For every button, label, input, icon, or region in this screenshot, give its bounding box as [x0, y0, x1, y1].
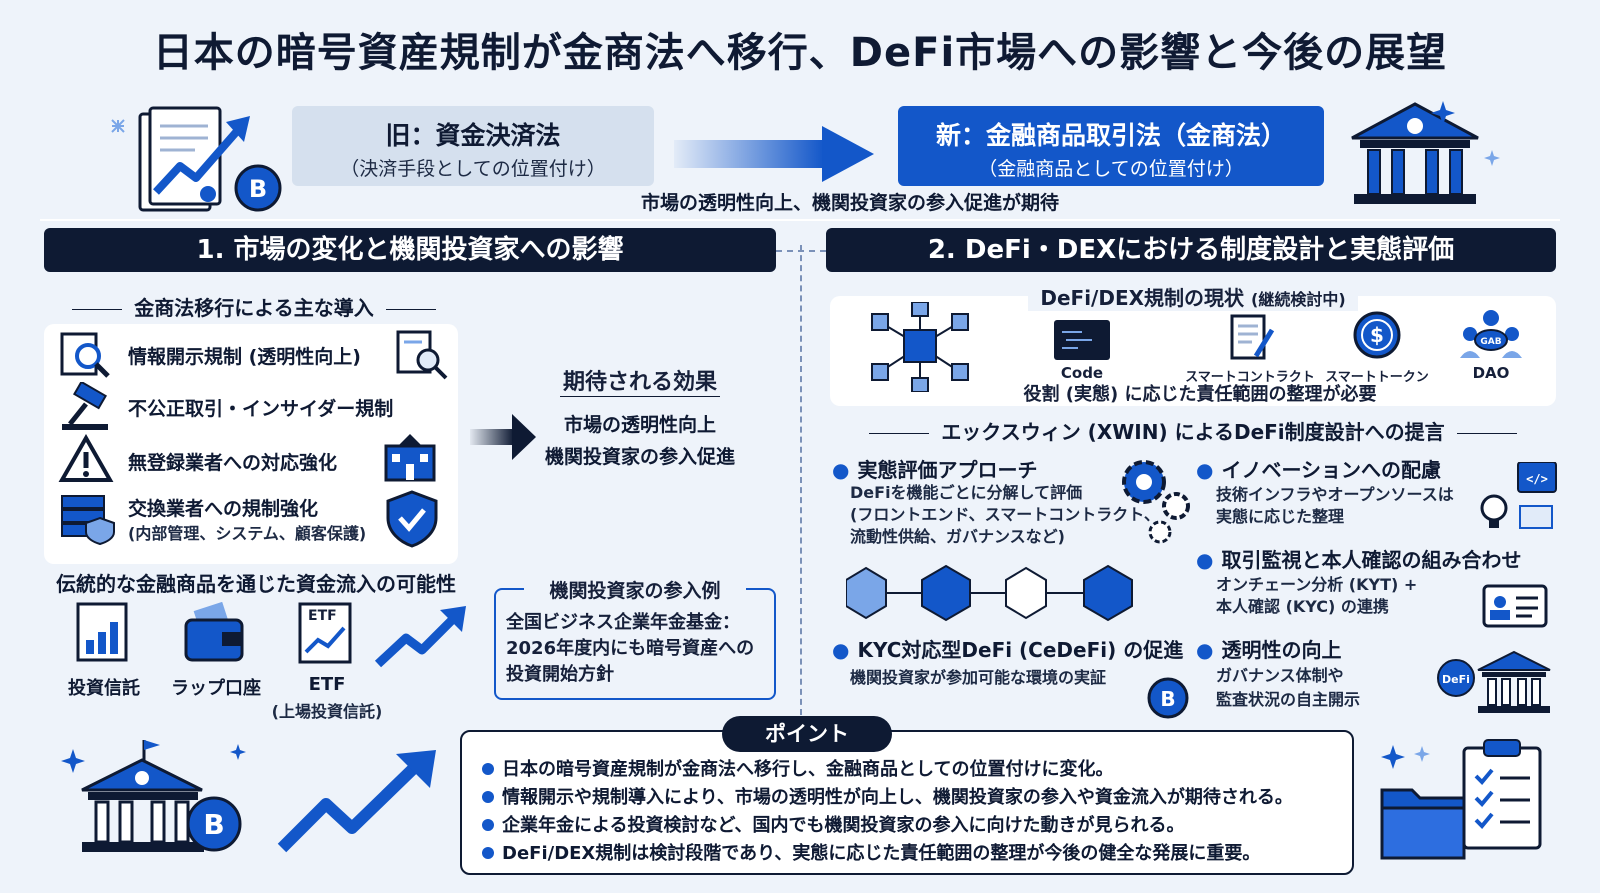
example-card [494, 588, 776, 700]
status-icon-label: スマートトークン [1325, 370, 1429, 385]
point-item: DeFi/DEX規制は検討段階であり、実態に応じた責任範囲の整理が今後の健全な発… [482, 840, 1352, 868]
point-item: 日本の暗号資産規制が金商法へ移行し、金融商品としての位置付けに変化。 [482, 756, 1352, 784]
code-window-icon [1054, 320, 1110, 360]
blockchain-network-icon [871, 302, 969, 392]
page-title: 日本の暗号資産規制が金商法へ移行、DeFi市場への影響と今後の展望 [152, 30, 1448, 76]
point-item: 情報開示や規制導入により、市場の透明性が向上し、機関投資家の参入や資金流入が期待… [482, 784, 1352, 812]
bitcoin-symbol: B [203, 808, 224, 841]
code-bulb-icon: </> [1480, 462, 1557, 529]
shield-check-icon [386, 490, 438, 548]
example-text: 全国ビジネス企業年金基金： 2026年度内にも暗号資産への 投資開始方針 [506, 612, 755, 685]
smart-contract-icon [1230, 314, 1275, 360]
measure-item: 無登録業者への対応強化 [128, 452, 338, 474]
measure-item: 不公正取引・インサイダー規制 [128, 398, 394, 420]
old-law-title: 旧：資金決済法 [385, 121, 561, 150]
effect-arrow-icon [470, 414, 536, 460]
token-coin-icon: $ [1353, 311, 1401, 359]
status-icon-label: DAO [1472, 364, 1510, 382]
building-icon [384, 434, 436, 482]
status-icon-label: スマートコントラクト [1185, 370, 1315, 385]
id-card-icon [1482, 584, 1548, 628]
bitcoin-symbol: B [1160, 687, 1175, 711]
defi-blocks-icon [846, 564, 1133, 622]
defi-bank-icon: DeFi [1437, 650, 1551, 713]
effects-underline [560, 396, 720, 397]
status-icon-label: Code [1060, 364, 1104, 382]
gears-icon [1122, 460, 1190, 544]
wallet-icon [184, 602, 244, 662]
proposal-body: 技術インフラやオープンソースは 実態に応じた整理 [1216, 485, 1454, 526]
example-title: 機関投資家の参入例 [524, 576, 746, 603]
proposal-heading: ●実態評価アプローチ [832, 458, 1038, 482]
proposal-title: エックスウィン (XWIN) によるDeFi制度設計への提言 [941, 420, 1445, 444]
status-title: DeFi/DEX規制の現状 [1040, 286, 1245, 310]
point-tag: ポイント [722, 716, 892, 752]
effect-item: 市場の透明性向上 [563, 414, 716, 436]
document-growth-icon: B [111, 106, 282, 212]
magnify-document-icon [396, 330, 448, 380]
warning-icon [58, 434, 114, 482]
old-law-box: 旧：資金決済法 （決済手段としての位置付け） [292, 106, 654, 186]
new-law-subtitle: （金融商品としての位置付け） [978, 158, 1244, 180]
growth-arrow-icon [374, 606, 466, 668]
product-label: ラップ口座 [171, 678, 261, 699]
effect-item: 機関投資家の参入促進 [544, 446, 735, 468]
dao-badge: GAB [1480, 337, 1501, 347]
measure-item: 情報開示規制 (透明性向上) [128, 346, 361, 368]
section-divider [800, 245, 802, 715]
header-divider [40, 219, 1560, 221]
bitcoin-symbol: B [249, 175, 267, 203]
section1-header: 1. 市場の変化と機関投資家への影響 [44, 228, 776, 272]
status-caption: 役割 (実態) に応じた責任範囲の整理が必要 [1023, 384, 1377, 405]
document-search-icon [60, 332, 110, 378]
gavel-icon [62, 382, 108, 430]
proposal-heading: ●透明性の向上 [1196, 638, 1342, 662]
proposal-heading: ●取引監視と本人確認の組み合わせ [1196, 548, 1522, 572]
status-note: (継続検討中) [1251, 290, 1346, 309]
measure-item-sub: (内部管理、システム、顧客保護) [128, 524, 367, 543]
etf-document-icon [298, 602, 352, 664]
product-label: 投資信託 [68, 678, 140, 699]
transition-arrow-icon [674, 126, 874, 182]
bank-icon [1351, 101, 1500, 204]
bank-bitcoin-icon: B [61, 740, 246, 852]
fund-chart-icon [76, 602, 128, 662]
expectation-text: 市場の透明性向上、機関投資家の参入促進が期待 [640, 192, 1059, 214]
new-law-box: 新：金融商品取引法（金商法） （金融商品としての位置付け） [898, 106, 1324, 186]
server-shield-icon [61, 495, 115, 546]
proposal-body: DeFiを機能ごとに分解して評価 (フロントエンド、スマートコントラクト、 流動… [850, 483, 1160, 546]
measure-item: 交換業者への規制強化 [128, 498, 319, 520]
rising-trend-icon [277, 750, 436, 853]
proposal-title-row: エックスウィン (XWIN) によるDeFi制度設計への提言 [830, 416, 1556, 445]
product-label: ETF [308, 674, 346, 695]
effects-title: 期待される効果 [562, 370, 717, 395]
proposal-heading: ●イノベーションへの配慮 [1196, 458, 1442, 482]
proposal-heading: ●KYC対応型DeFi (CeDeFi) の促進 [832, 638, 1184, 662]
folder-checklist-icon [1380, 739, 1542, 860]
old-law-subtitle: （決済手段としての位置付け） [340, 158, 606, 180]
bitcoin-coin-icon: B [1147, 677, 1189, 719]
inflow-title: 伝統的な金融商品を通じた資金流入の可能性 [56, 572, 456, 596]
point-item: 企業年金による投資検討など、国内でも機関投資家の参入に向けた動きが見られる。 [482, 812, 1352, 840]
dollar-symbol: $ [1370, 323, 1384, 347]
etf-icon-label: ETF [308, 608, 337, 624]
product-sub: (上場投資信託) [271, 702, 383, 721]
point-box: 日本の暗号資産規制が金商法へ移行し、金融商品としての位置付けに変化。 情報開示や… [460, 730, 1354, 875]
status-title-row: DeFi/DEX規制の現状 (継続検討中) [830, 282, 1556, 311]
code-symbol: </> [1526, 472, 1548, 486]
proposal-body: ガバナンス体制や 監査状況の自主開示 [1216, 666, 1361, 709]
defi-badge: DeFi [1442, 673, 1470, 686]
measures-card: 情報開示規制 (透明性向上) 不公正取引・インサイダー規制 無登録業者への対応強… [44, 324, 458, 564]
proposal-body: 機関投資家が参加可能な環境の実証 [850, 668, 1107, 687]
intro-label: 金商法移行による主な導入 [44, 292, 464, 321]
section2-header: 2. DeFi・DEXにおける制度設計と実態評価 [826, 228, 1556, 272]
dao-people-icon: GAB [1460, 310, 1522, 358]
new-law-title: 新：金融商品取引法（金商法） [935, 121, 1286, 150]
proposal-body: オンチェーン分析 (KYT) + 本人確認 (KYC) の連携 [1216, 575, 1418, 616]
